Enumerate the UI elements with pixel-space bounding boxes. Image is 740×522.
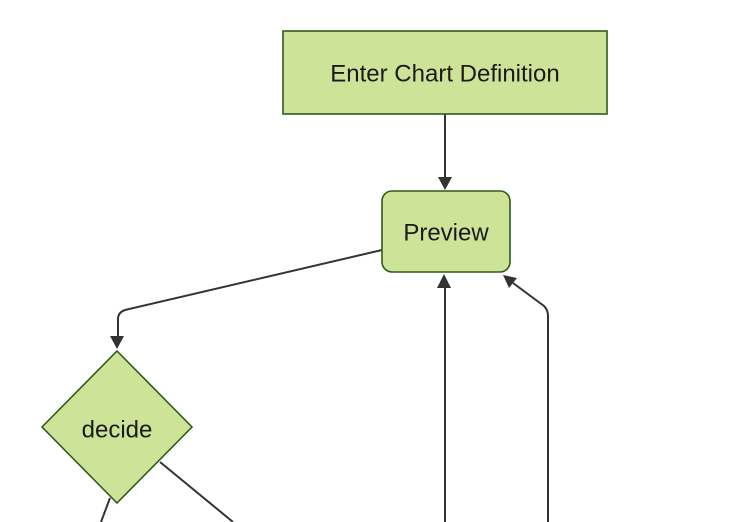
node-diamond	[40, 349, 194, 505]
edge-bottom-right-to-preview	[503, 275, 549, 522]
arrowhead-icon	[110, 336, 124, 349]
edge-line	[159, 461, 234, 522]
edge-decide-to-bottom-left	[100, 497, 111, 522]
node-decide: decide	[40, 349, 194, 505]
edge-decide-to-bottom-right	[159, 461, 234, 522]
node-rounded-rectangle	[381, 190, 511, 273]
node-preview: Preview	[381, 190, 511, 273]
arrowhead-icon	[503, 275, 517, 288]
arrowhead-icon	[438, 177, 452, 190]
edge-bottom-to-preview	[437, 274, 451, 522]
node-enter-chart-definition: Enter Chart Definition	[282, 30, 608, 115]
edge-line	[100, 497, 111, 522]
edge-line	[117, 249, 383, 338]
node-label: Preview	[403, 220, 489, 247]
edge-preview-to-decide	[110, 249, 383, 349]
edge-enter-to-preview	[438, 114, 452, 190]
node-label: Enter Chart Definition	[330, 61, 559, 88]
arrowhead-icon	[437, 274, 451, 288]
node-rectangle	[282, 30, 608, 115]
node-label: decide	[82, 417, 153, 444]
edge-line	[512, 282, 549, 522]
